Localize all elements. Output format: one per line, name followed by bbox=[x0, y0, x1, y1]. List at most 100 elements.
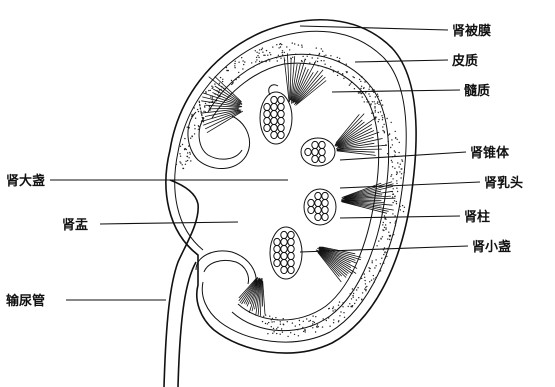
stipple-dot bbox=[372, 260, 373, 261]
papilla-cell bbox=[281, 238, 287, 245]
stipple-dot bbox=[265, 61, 266, 62]
stipple-dot bbox=[329, 308, 330, 309]
stipple-dot bbox=[348, 306, 349, 307]
stipple-dot bbox=[262, 52, 263, 53]
stipple-dot bbox=[343, 78, 344, 79]
stipple-dot bbox=[385, 224, 386, 225]
stipple-dot bbox=[392, 161, 393, 162]
stipple-dot bbox=[366, 99, 367, 100]
label-renal-pelvis: 肾盂 bbox=[62, 218, 88, 233]
stipple-dot bbox=[401, 159, 402, 160]
stipple-dot bbox=[255, 50, 256, 51]
stipple-dot bbox=[378, 121, 379, 122]
stipple-dot bbox=[234, 65, 235, 66]
label-renal-pyramid: 肾锥体 bbox=[470, 145, 510, 161]
stipple-dot bbox=[321, 60, 322, 61]
stipple-dot bbox=[265, 314, 266, 315]
stipple-dot bbox=[365, 290, 366, 291]
stipple-dot bbox=[190, 138, 191, 139]
stipple-dot bbox=[377, 103, 378, 104]
stipple-dot bbox=[234, 67, 235, 68]
stipple-dot bbox=[394, 196, 395, 197]
stipple-dot bbox=[401, 173, 402, 174]
stipple-dot bbox=[389, 239, 390, 240]
stipple-dot bbox=[382, 130, 383, 131]
stipple-dot bbox=[365, 289, 366, 290]
stipple-dot bbox=[384, 227, 385, 228]
stipple-dot bbox=[393, 234, 394, 235]
pyramid-striation bbox=[341, 201, 394, 210]
papilla-cell bbox=[322, 213, 328, 220]
stipple-dot bbox=[385, 227, 386, 228]
stipple-dot bbox=[356, 299, 357, 300]
stipple-dot bbox=[188, 157, 189, 158]
stipple-dot bbox=[393, 188, 394, 189]
stipple-dot bbox=[212, 87, 213, 88]
stipple-dot bbox=[292, 57, 293, 58]
stipple-dot bbox=[253, 66, 254, 67]
stipple-dot bbox=[385, 229, 386, 230]
papilla-cell bbox=[288, 252, 294, 259]
stipple-dot bbox=[308, 321, 309, 322]
stipple-dot bbox=[276, 333, 277, 334]
stipple-dot bbox=[268, 59, 269, 60]
stipple-dot bbox=[400, 209, 401, 210]
papilla-cell bbox=[312, 155, 318, 162]
pyramid-striation bbox=[209, 108, 239, 109]
stipple-dot bbox=[261, 49, 262, 50]
label-ureter: 输尿管 bbox=[6, 293, 45, 309]
stipple-dot bbox=[398, 152, 399, 153]
stipple-dot bbox=[280, 58, 281, 59]
stipple-dot bbox=[201, 114, 202, 115]
stipple-dot bbox=[342, 306, 343, 307]
stipple-dot bbox=[232, 83, 233, 84]
stipple-dot bbox=[365, 283, 366, 284]
stipple-dot bbox=[312, 327, 313, 328]
label-renal-column: 肾柱 bbox=[464, 209, 490, 225]
stipple-dot bbox=[259, 49, 260, 50]
stipple-dot bbox=[179, 161, 180, 162]
stipple-dot bbox=[259, 63, 260, 64]
stipple-dot bbox=[374, 103, 375, 104]
stipple-dot bbox=[283, 318, 284, 319]
stipple-dot bbox=[394, 215, 395, 216]
stipple-dot bbox=[394, 168, 395, 169]
stipple-dot bbox=[271, 326, 272, 327]
upper-lobe-outline bbox=[188, 112, 250, 169]
stipple-dot bbox=[383, 263, 384, 264]
stipple-dot bbox=[382, 224, 383, 225]
pyramid-striation bbox=[262, 278, 263, 306]
stipple-dot bbox=[204, 105, 205, 106]
stipple-dot bbox=[269, 52, 270, 53]
stipple-dot bbox=[347, 71, 348, 72]
stipple-dot bbox=[301, 46, 302, 47]
stipple-dot bbox=[391, 139, 392, 140]
stipple-dot bbox=[352, 305, 353, 306]
stipple-dot bbox=[289, 49, 290, 50]
papilla-cell bbox=[322, 206, 328, 213]
stipple-dot bbox=[295, 325, 296, 326]
stipple-dot bbox=[212, 97, 213, 98]
stipple-dot bbox=[297, 329, 298, 330]
stipple-dot bbox=[344, 317, 345, 318]
stipple-dot bbox=[315, 316, 316, 317]
stipple-dot bbox=[393, 194, 394, 195]
ureter-inner-line bbox=[178, 262, 196, 387]
stipple-dot bbox=[319, 53, 320, 54]
stipple-dot bbox=[357, 287, 358, 288]
stipple-dot bbox=[378, 119, 379, 120]
stipple-dot bbox=[392, 213, 393, 214]
stipple-dot bbox=[219, 83, 220, 84]
stipple-dot bbox=[242, 68, 243, 69]
stipple-dot bbox=[350, 83, 351, 84]
stipple-dot bbox=[391, 122, 392, 123]
stipple-dot bbox=[268, 322, 269, 323]
stipple-dot bbox=[198, 125, 199, 126]
stipple-dot bbox=[339, 315, 340, 316]
stipple-dot bbox=[310, 320, 311, 321]
stipple-dot bbox=[380, 238, 381, 239]
stipple-dot bbox=[194, 125, 195, 126]
stipple-dot bbox=[299, 324, 300, 325]
stipple-dot bbox=[372, 262, 373, 263]
stipple-dot bbox=[396, 180, 397, 181]
